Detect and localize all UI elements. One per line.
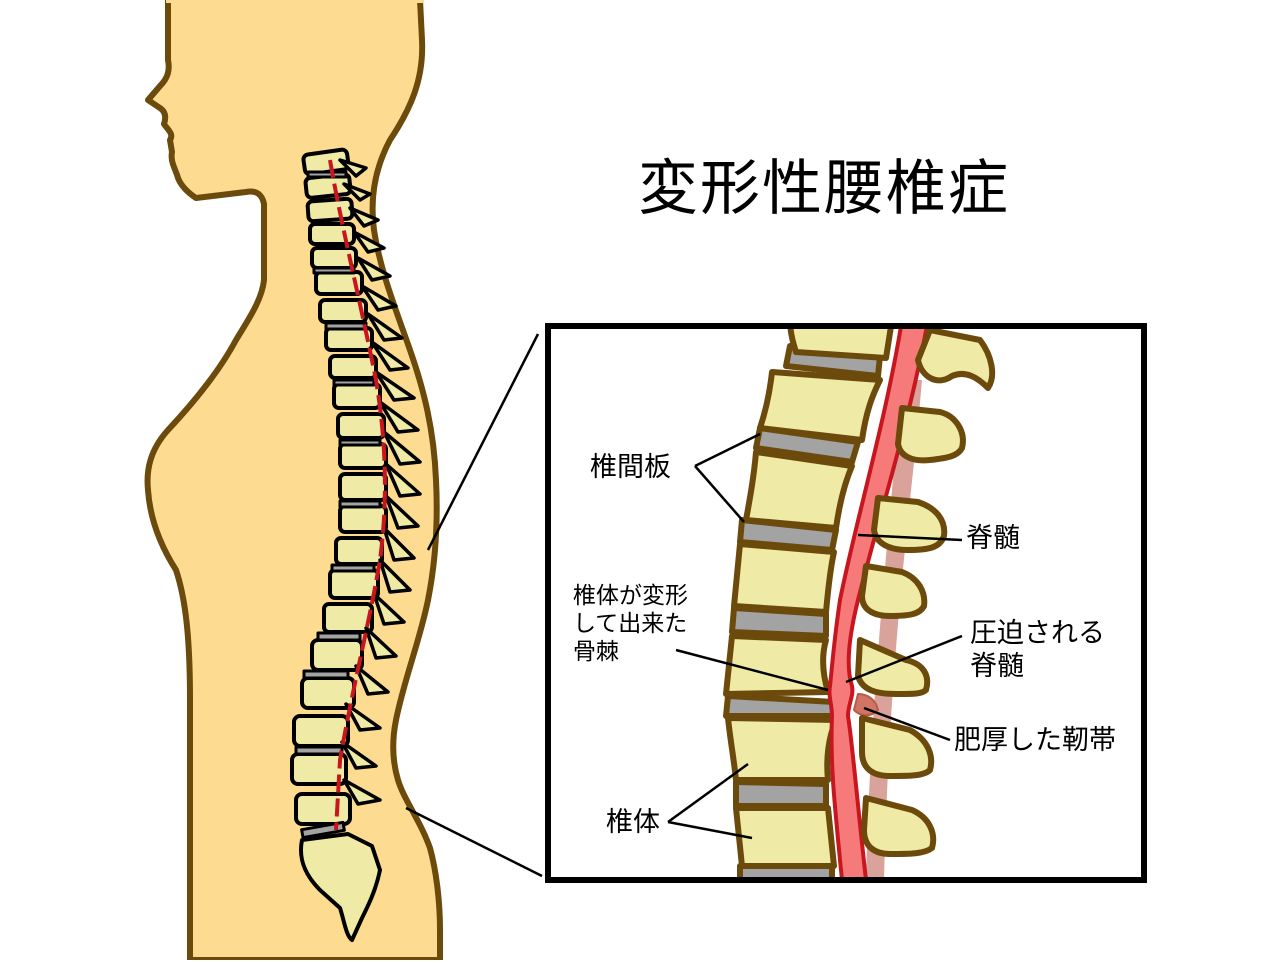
label-osteophyte: 椎体が変形 して出来た 骨棘 (573, 582, 688, 666)
label-osteophyte-line3: 骨棘 (573, 639, 619, 665)
sacrum (299, 832, 382, 942)
label-pointers (667, 432, 963, 840)
label-compressed-cord-line2: 脊髄 (970, 651, 1024, 682)
label-thickened-ligament: 肥厚した靭帯 (954, 725, 1116, 756)
label-osteophyte-line2: して出来た (573, 611, 688, 637)
inset-panel (545, 323, 1147, 883)
spinous-processes-detail (855, 329, 996, 857)
spinal-cord-overview (328, 159, 387, 831)
label-vertebral-body: 椎体 (606, 807, 660, 838)
label-spinal-cord: 脊髄 (966, 523, 1020, 554)
zoom-connector-top (426, 333, 540, 551)
diagram-title: 変形性腰椎症 (638, 154, 1010, 224)
lumbar-vertebrae (290, 638, 364, 826)
zoom-connector-bottom (405, 806, 543, 878)
discs-overview (294, 170, 382, 840)
label-compressed-cord: 圧迫される 脊髄 (970, 617, 1105, 683)
spine-overview (290, 147, 422, 942)
label-intervertebral-disc: 椎間板 (590, 452, 671, 483)
spinous-processes (338, 158, 422, 806)
vertebral-bodies-detail (723, 329, 894, 869)
label-osteophyte-line1: 椎体が変形 (573, 583, 688, 609)
label-compressed-cord-line1: 圧迫される (970, 618, 1105, 649)
